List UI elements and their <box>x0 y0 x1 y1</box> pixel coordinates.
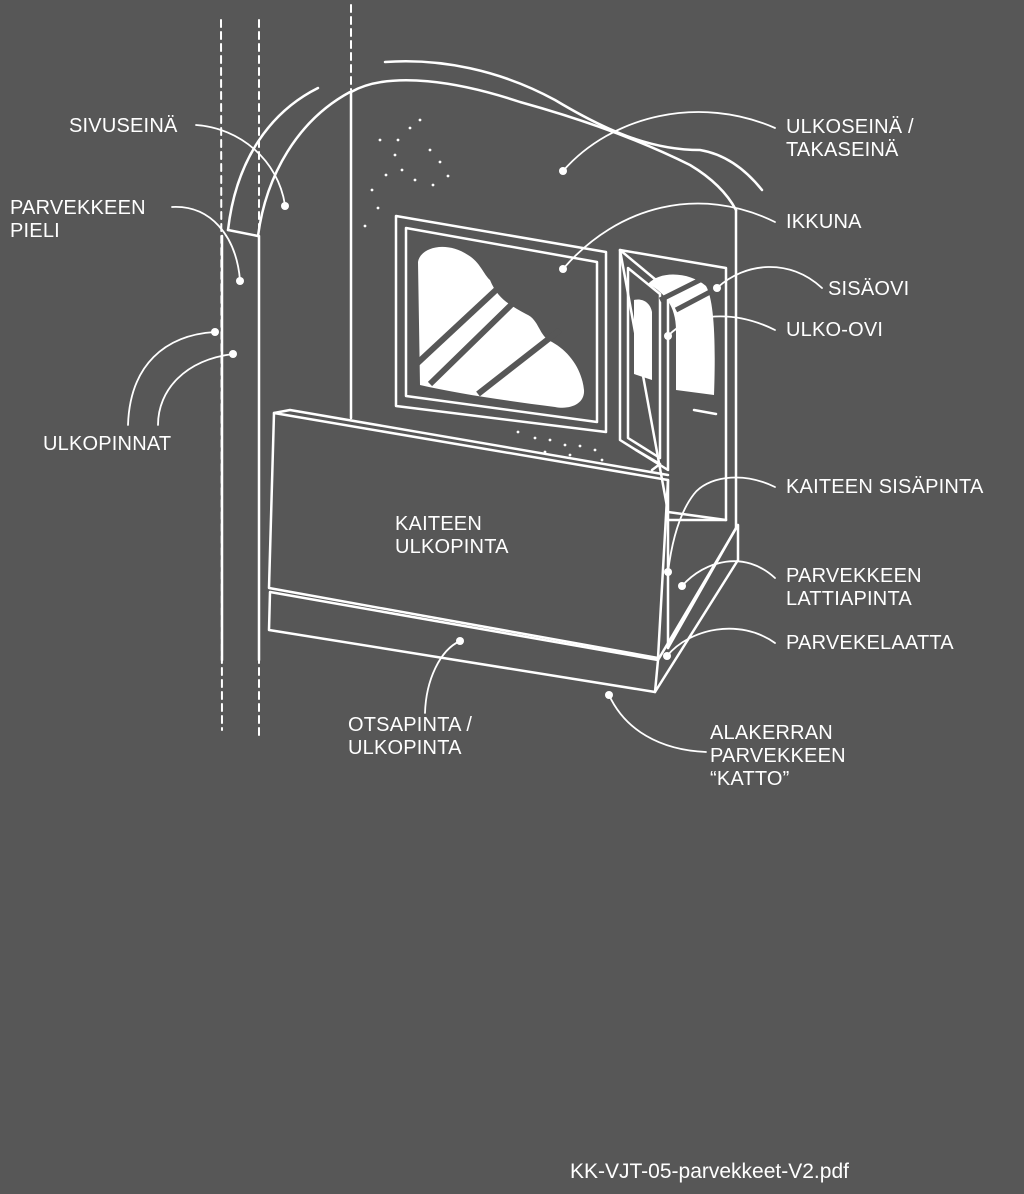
window <box>394 214 608 434</box>
leader-dots <box>211 167 721 699</box>
window-reflection <box>418 246 585 408</box>
label-ulkopinnat: ULKOPINNAT <box>43 433 172 455</box>
door-glass <box>648 274 715 395</box>
side-wall <box>220 86 353 662</box>
label-sisaovi: SISÄOVI <box>828 278 910 300</box>
label-ikkuna: IKKUNA <box>786 211 862 233</box>
leader-lines <box>127 111 823 753</box>
dashed-guides <box>220 4 352 736</box>
label-parvekelaatta: PARVEKELAATTA <box>786 632 954 654</box>
label-sivuseina: SIVUSEINÄ <box>69 115 178 137</box>
label-ulkoseina-takaseina: ULKOSEINÄ /TAKASEINÄ <box>786 116 914 161</box>
back-wall <box>349 60 764 530</box>
footer-filename: KK-VJT-05-parvekkeet-V2.pdf <box>570 1160 849 1183</box>
balcony-slab <box>267 523 740 694</box>
label-kaiteen-sisapinta: KAITEEN SISÄPINTA <box>786 476 984 498</box>
label-ulko-ovi: ULKO-OVI <box>786 319 884 341</box>
wall-texture <box>363 118 604 462</box>
doors <box>618 248 728 522</box>
label-otsapinta-ulkopinta: OTSAPINTA /ULKOPINTA <box>348 714 473 759</box>
railing <box>267 408 728 660</box>
